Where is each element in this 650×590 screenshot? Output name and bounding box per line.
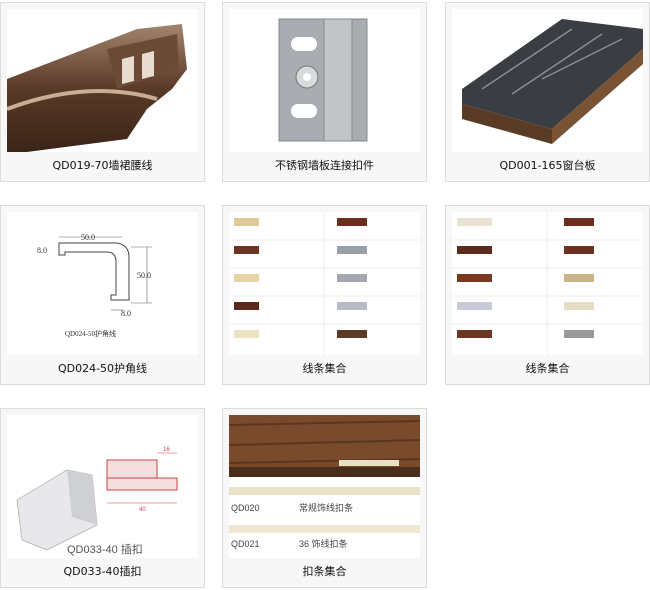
dim-a: 16 <box>163 447 170 453</box>
product-card[interactable]: 16 40 QD033-40 插扣 QD033-40插扣 <box>0 408 205 588</box>
steel-clip-photo[interactable] <box>229 9 420 152</box>
molding-collection-photo[interactable] <box>229 212 420 355</box>
product-card[interactable]: 线条集合 <box>222 205 427 385</box>
brown-wood-molding-photo[interactable] <box>7 9 198 152</box>
dim-right: 50.0 <box>137 271 151 280</box>
product-caption[interactable]: 扣条集合 <box>302 565 347 578</box>
drawing-label: QD033-40 插扣 <box>67 542 143 556</box>
product-caption[interactable]: 线条集合 <box>302 362 347 375</box>
dim-bottom: 8.0 <box>121 309 131 318</box>
molding-collection-photo[interactable] <box>452 212 643 355</box>
marble-window-sill-photo[interactable] <box>452 9 643 152</box>
product-caption[interactable]: QD024-50护角线 <box>57 362 148 375</box>
row2-name: 36 饰线扣条 <box>299 538 348 549</box>
product-caption[interactable]: QD033-40插扣 <box>63 565 142 578</box>
corner-profile-drawing[interactable]: 50.0 8.0 50.0 8.0 QD024-50护角线 <box>7 212 198 355</box>
product-card[interactable]: QD019-70墙裙腰线 <box>0 2 205 182</box>
product-card[interactable]: QD001-165窗台板 <box>445 2 650 182</box>
dim-b: 40 <box>139 507 146 513</box>
product-caption[interactable]: 线条集合 <box>525 362 570 375</box>
trim-strip-collection-photo[interactable]: QD020 常规饰线扣条 QD021 36 饰线扣条 <box>229 415 420 558</box>
row2-code: QD021 <box>231 539 260 549</box>
product-card[interactable]: QD020 常规饰线扣条 QD021 36 饰线扣条 扣条集合 <box>222 408 427 588</box>
dim-top: 50.0 <box>81 233 95 242</box>
product-card[interactable]: 不锈钢墙板连接扣件 <box>222 2 427 182</box>
drawing-label: QD024-50护角线 <box>65 329 116 338</box>
product-caption[interactable]: 不锈钢墙板连接扣件 <box>275 159 374 172</box>
product-card[interactable]: 50.0 8.0 50.0 8.0 QD024-50护角线 QD024-50护角… <box>0 205 205 385</box>
row1-code: QD020 <box>231 503 260 513</box>
product-card[interactable]: 线条集合 <box>445 205 650 385</box>
dim-left: 8.0 <box>37 246 47 255</box>
row1-name: 常规饰线扣条 <box>299 502 353 513</box>
product-caption[interactable]: QD001-165窗台板 <box>499 159 596 172</box>
product-caption[interactable]: QD019-70墙裙腰线 <box>52 159 153 172</box>
clip-profile-photo[interactable]: 16 40 QD033-40 插扣 <box>7 415 198 558</box>
